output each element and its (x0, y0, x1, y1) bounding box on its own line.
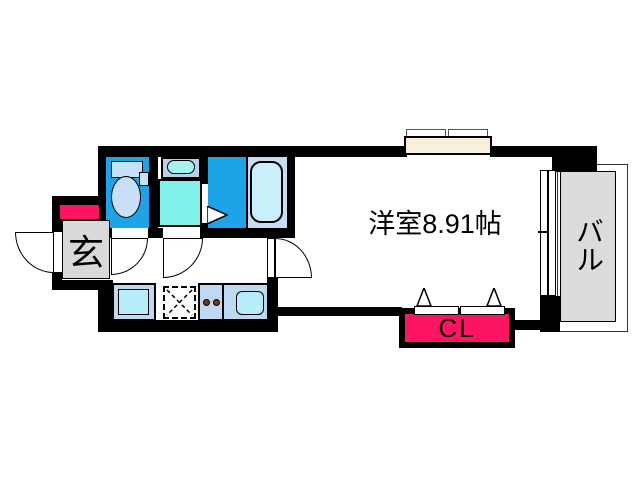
wall-bath-right (287, 146, 295, 238)
wall-top-left (98, 146, 407, 157)
wall-kitchen-left (98, 280, 113, 332)
toilet-door-arc (111, 238, 148, 275)
balcony-label-box: バル (560, 200, 616, 290)
balcony-window-divider (547, 171, 549, 295)
closet: CL (405, 312, 509, 343)
bath-door-triangle-icon (207, 206, 228, 225)
bathtub-icon (250, 161, 283, 223)
top-window (404, 136, 492, 155)
wall-closet-stub (514, 320, 554, 330)
washing-machine-space (158, 179, 202, 227)
washer-pan-inner (118, 289, 149, 315)
closet-door-triangle-icon (486, 288, 502, 307)
shoe-cabinet (58, 203, 101, 221)
refrigerator-space-icon (163, 286, 196, 319)
entrance-label: 玄 (67, 231, 104, 273)
closet-folding-door-left (414, 306, 459, 315)
sink-icon (236, 291, 264, 315)
entrance-floor: 玄 (62, 220, 110, 279)
toilet-bowl-icon (111, 176, 141, 218)
wall-entrance-top (52, 196, 106, 205)
wall-corner-block (552, 146, 597, 172)
washbasin-icon (167, 160, 195, 174)
wall-mainroom-bottom (267, 307, 402, 316)
toilet-flush-icon (139, 172, 149, 186)
stove-burner-icon (213, 299, 220, 306)
wall-kitchen-right (267, 278, 278, 332)
washroom-door-arc (163, 238, 203, 278)
closet-label: CL (438, 312, 476, 343)
mainroom-door-arc (275, 238, 312, 278)
wall-entrance-left-upper (52, 196, 62, 232)
wall-hall-stub-3 (203, 228, 295, 238)
main-room-label: 洋室8.91帖 (368, 208, 502, 239)
wall-balcony-bottom (540, 296, 560, 332)
balcony (560, 171, 616, 322)
mainroom-door-leaf (267, 238, 275, 278)
stove-burner-icon (203, 299, 210, 306)
wall-toilet-wash-divider (149, 157, 158, 238)
kitchen-counter-divider (222, 285, 224, 319)
wall-entrance-bottom (52, 280, 113, 290)
closet-door-triangle-icon (416, 288, 432, 307)
wall-top-right (490, 146, 553, 157)
balcony-label: バル (573, 217, 604, 273)
wall-left-wet (98, 146, 106, 238)
entrance-door-arc (15, 232, 54, 273)
main-room-label-box: 洋室8.91帖 (340, 204, 530, 239)
wall-hall-stub-2 (148, 228, 163, 238)
balcony-window-tick (538, 231, 549, 233)
wall-kitchen-bottom (98, 320, 278, 332)
closet-folding-door-right (460, 306, 505, 315)
wall-wash-bath-divider-upper (200, 157, 208, 184)
